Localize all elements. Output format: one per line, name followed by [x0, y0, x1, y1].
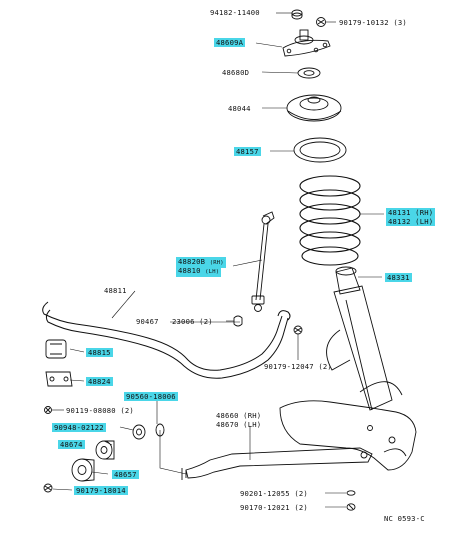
- nut-90170-12021[interactable]: [346, 503, 356, 511]
- bushing-48815[interactable]: [45, 339, 67, 359]
- part-label-90170-12021[interactable]: 90170-12021 (2): [240, 503, 308, 512]
- upper-seat-48044[interactable]: [286, 94, 342, 122]
- part-label-48132[interactable]: 48132 (LH): [386, 217, 436, 226]
- part-label-48674[interactable]: 48674: [58, 440, 85, 449]
- stabilizer-bar-48811[interactable]: [42, 301, 291, 379]
- part-number: 48820B: [178, 257, 206, 266]
- part-number: 48810: [178, 266, 201, 275]
- part-label-48131[interactable]: 48131 (RH): [386, 208, 436, 217]
- part-label-90179-12047[interactable]: 90179-12047 (2): [264, 362, 332, 371]
- bushing-48674[interactable]: [95, 440, 115, 460]
- steering-knuckle: [279, 400, 417, 471]
- side-rh: (RH): [209, 260, 224, 266]
- bolt-90201-12055[interactable]: [346, 490, 356, 496]
- part-label-90560-18006[interactable]: 90560-18006: [124, 392, 178, 401]
- coil-spring-48131[interactable]: [299, 175, 361, 266]
- part-label-48680d[interactable]: 48680D: [222, 68, 250, 77]
- leader-lines: [52, 12, 384, 508]
- part-label-48609a[interactable]: 48609A: [214, 38, 246, 47]
- nut-90179-18014[interactable]: [43, 483, 53, 493]
- bump-stopper-48331[interactable]: [335, 266, 361, 295]
- support-48609a[interactable]: [282, 29, 331, 57]
- nut-90179-12047[interactable]: [293, 325, 303, 335]
- part-label-48824[interactable]: 48824: [86, 377, 113, 386]
- nut-94182[interactable]: [291, 9, 303, 20]
- bracket-48824[interactable]: [45, 371, 73, 387]
- bolt-90119-08080[interactable]: [44, 406, 52, 414]
- bushing-48657[interactable]: [71, 458, 95, 482]
- part-label-90179-18014[interactable]: 90179-18014: [74, 486, 128, 495]
- part-label-90467[interactable]: 90467: [136, 317, 159, 326]
- part-label-90179-10132[interactable]: 90179-10132 (3): [339, 18, 407, 27]
- stabilizer-link-48820b[interactable]: [251, 211, 275, 312]
- seal-48680d[interactable]: [297, 67, 321, 79]
- part-label-90948-02122[interactable]: 90948-02122: [52, 423, 106, 432]
- part-label-48670[interactable]: 48670 (LH): [216, 420, 262, 429]
- part-label-48820b[interactable]: 48820B (RH): [176, 257, 226, 268]
- part-label-94182-11400[interactable]: 94182-11400: [210, 8, 260, 17]
- part-label-48331[interactable]: 48331: [385, 273, 412, 282]
- part-label-48044[interactable]: 48044: [228, 104, 251, 113]
- part-label-48815[interactable]: 48815: [86, 348, 113, 357]
- collar-90948[interactable]: [132, 424, 146, 440]
- part-label-48810[interactable]: 48810 (LH): [176, 266, 222, 277]
- part-label-48811[interactable]: 48811: [104, 286, 127, 295]
- bushing-23006[interactable]: [233, 315, 243, 327]
- nut-90179-10132[interactable]: [316, 17, 326, 27]
- strut-shock-absorber: [326, 285, 403, 411]
- insulator-48157[interactable]: [293, 137, 347, 163]
- side-lh: (LH): [205, 269, 220, 275]
- part-label-48660[interactable]: 48660 (RH): [216, 411, 262, 420]
- part-label-23006[interactable]: 23006 (2): [172, 317, 213, 326]
- part-label-90201-12055[interactable]: 90201-12055 (2): [240, 489, 308, 498]
- part-label-48157[interactable]: 48157: [234, 147, 261, 156]
- lower-arm-48660[interactable]: [181, 447, 373, 480]
- part-label-90119-08080[interactable]: 90119-08080 (2): [66, 406, 134, 415]
- part-label-48657[interactable]: 48657: [112, 470, 139, 479]
- diagram-code: NC 0593-C: [384, 514, 425, 523]
